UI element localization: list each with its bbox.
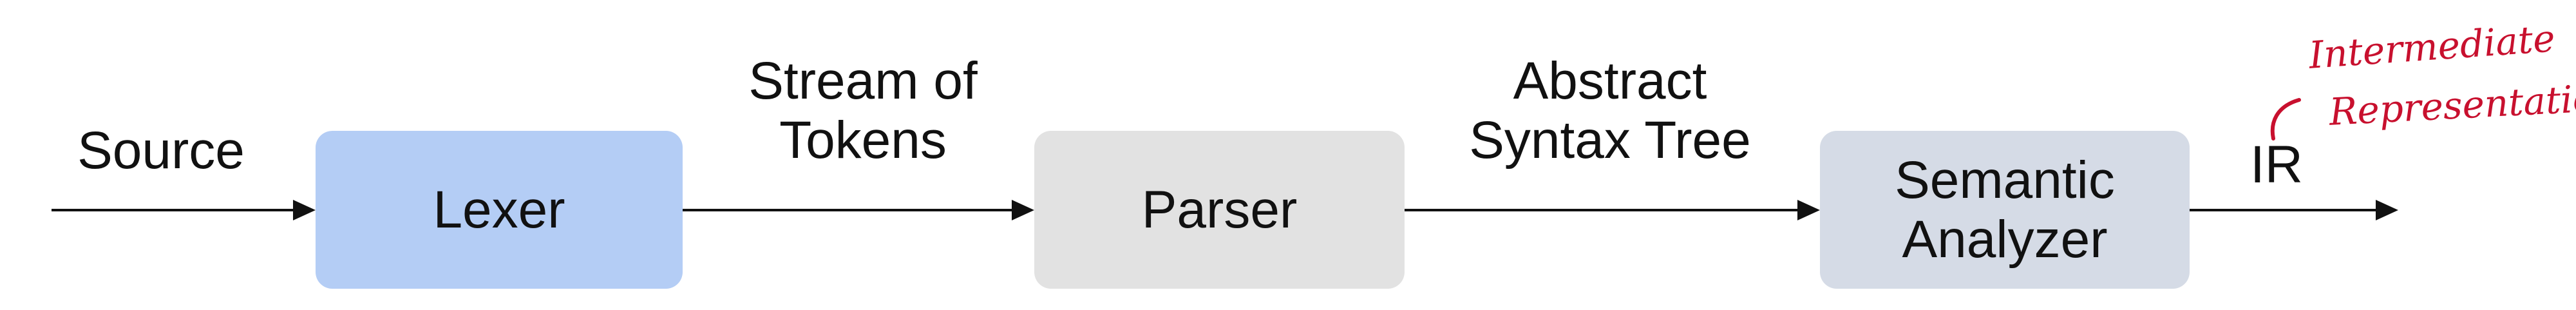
arrowhead-ir [2376,200,2398,220]
source-label: Source [77,121,245,180]
lexer-label: Lexer [433,180,565,239]
ast-label: Abstract Syntax Tree [1469,52,1751,170]
lexer-box: Lexer [316,131,683,289]
semantic-analyzer-box: Semantic Analyzer [1820,131,2190,289]
arrowhead-source [293,200,316,220]
ir-label: IR [2250,135,2303,194]
parser-label: Parser [1141,180,1298,239]
annotation-bracket [2270,98,2301,140]
arrowhead-ast [1797,200,1820,220]
parser-box: Parser [1034,131,1405,289]
token-stream-label: Stream of Tokens [748,52,978,170]
semantic-analyzer-label: Semantic Analyzer [1895,150,2115,269]
arrowhead-tokens [1012,200,1034,220]
